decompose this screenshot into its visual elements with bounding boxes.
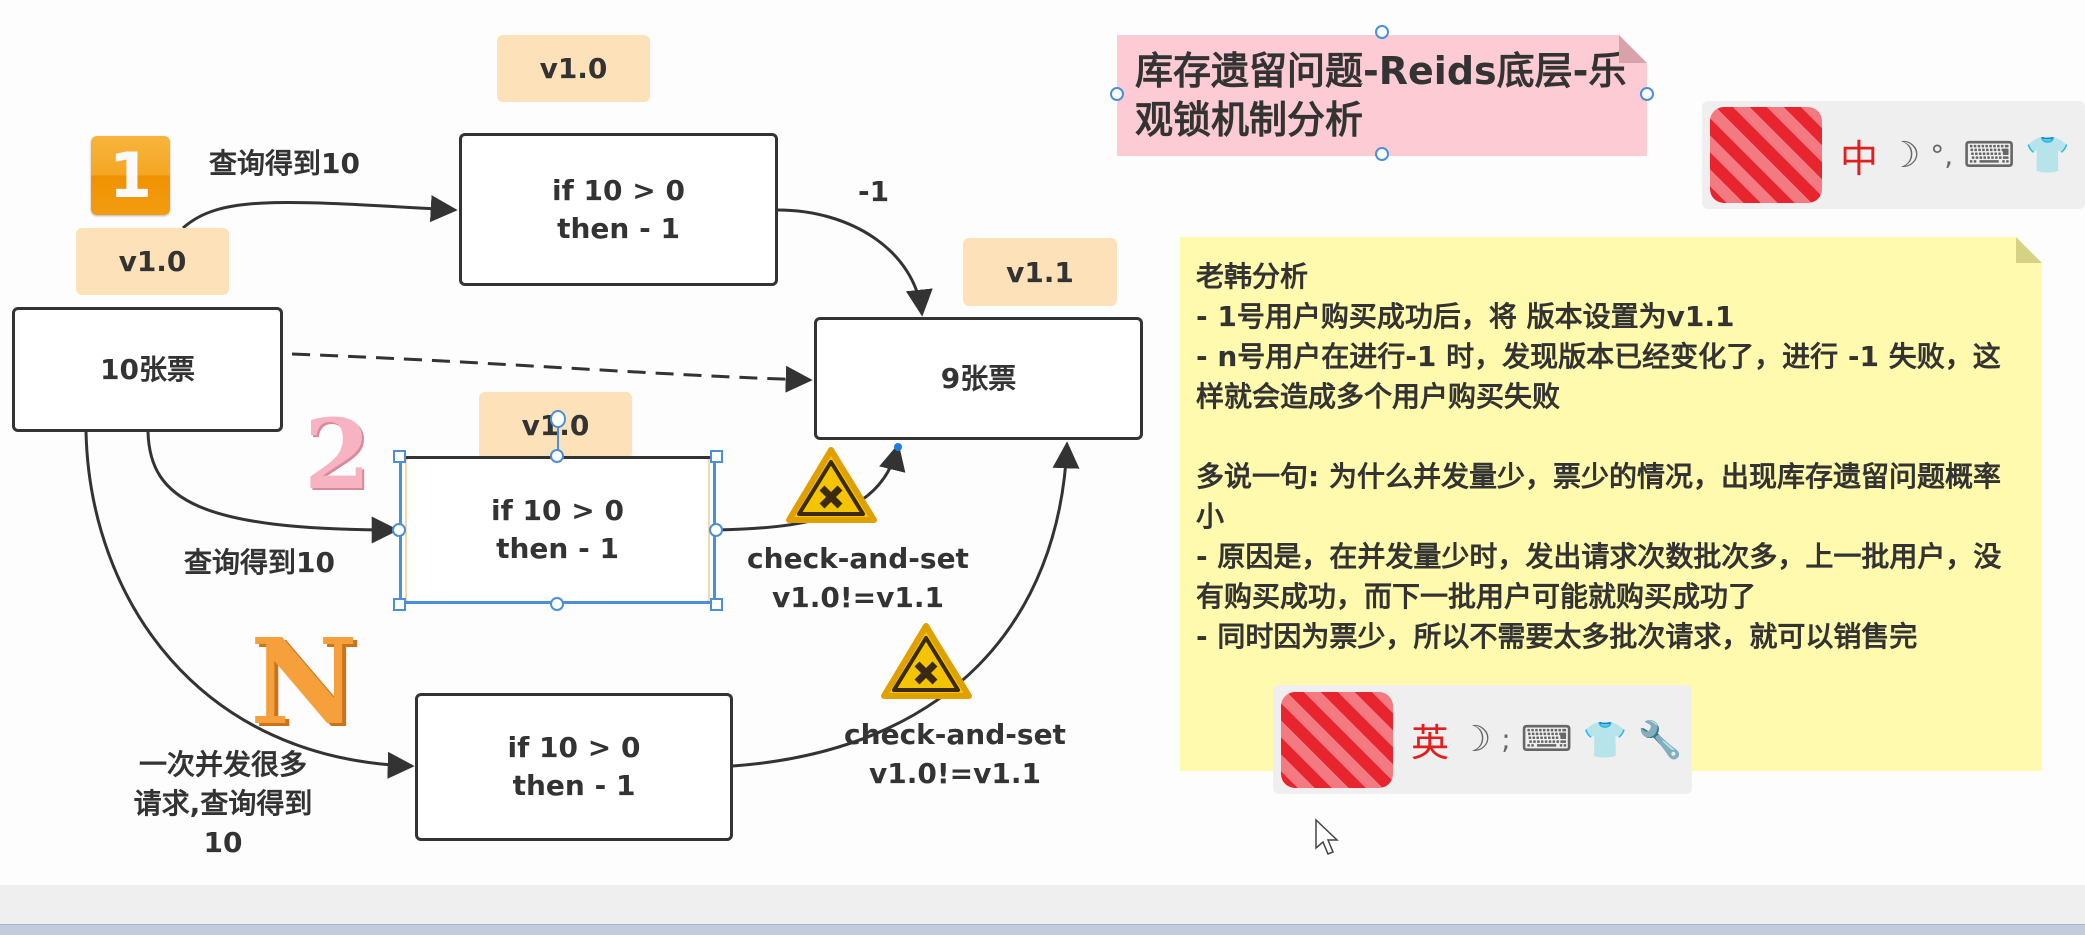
resize-handle-e[interactable]	[709, 523, 723, 537]
title-note-handle-n[interactable]	[1375, 25, 1389, 39]
keyboard-icon[interactable]: ⌨	[1520, 719, 1573, 760]
version-tag-top-text: v1.0	[539, 52, 608, 85]
title-note[interactable]: 库存遗留问题-Reids底层-乐观锁机制分析	[1117, 35, 1647, 156]
punctuation-icon[interactable]: °,	[1930, 138, 1954, 172]
opN-action: then - 1	[512, 769, 636, 802]
analysis-line: - 原因是，在并发量少时，发出请求次数批次多，上一批用户，没有购买成功，而下一批…	[1196, 540, 2002, 613]
label-cas1[interactable]: check-and-set v1.0!=v1.1	[747, 539, 969, 617]
label-query1[interactable]: 查询得到10	[209, 147, 360, 180]
analysis-note[interactable]: 老韩分析 - 1号用户购买成功后，将 版本设置为v1.1 - n号用户在进行-1…	[1180, 237, 2042, 771]
node-source-tickets[interactable]: 10张票	[12, 307, 283, 432]
ime-toolbar-bottom[interactable]: 英 ☽ ; ⌨ 👕 🔧	[1273, 685, 1692, 794]
moon-icon[interactable]: ☽	[1459, 719, 1492, 760]
resize-handle-n[interactable]	[550, 449, 564, 463]
warning-x-icon	[786, 447, 877, 523]
resize-handle-w[interactable]	[392, 523, 406, 537]
ime-toolbar-top[interactable]: 中 ☽ °, ⌨ 👕	[1702, 101, 2085, 209]
punctuation-icon[interactable]: ;	[1501, 723, 1511, 756]
wrench-icon[interactable]: 🔧	[1637, 719, 1683, 761]
label-cas2-line2: v1.0!=v1.1	[869, 757, 1041, 791]
node-target-text: 9张票	[940, 361, 1017, 395]
edge-query1	[182, 195, 458, 230]
analysis-line: - 同时因为票少，所以不需要太多批次请求，就可以销售完	[1196, 620, 1918, 653]
analysis-line: 多说一句: 为什么并发量少，票少的情况，出现库存遗留问题概率小	[1196, 460, 2001, 533]
horizontal-scrollbar[interactable]	[0, 924, 2085, 935]
skin-icon[interactable]: 👕	[1582, 719, 1628, 761]
edge-dashed	[291, 352, 813, 393]
rotate-handle-stem	[557, 420, 559, 458]
resize-handle-sw[interactable]	[393, 598, 406, 611]
title-note-handle-s[interactable]	[1375, 147, 1389, 161]
keyboard-icon[interactable]: ⌨	[1963, 134, 2016, 176]
label-queryN-line1: 一次并发很多	[138, 748, 308, 781]
ime-mode-toggle[interactable]: 中	[1840, 136, 1879, 181]
moon-icon[interactable]: ☽	[1888, 134, 1921, 176]
label-cas2-line1: check-and-set	[844, 718, 1066, 751]
user-n-badge[interactable]: N	[250, 612, 358, 751]
op1-action: then - 1	[557, 211, 680, 245]
edge-minus-one	[777, 208, 933, 317]
node-op-userN[interactable]: if 10 > 0 then - 1	[415, 693, 733, 841]
resize-handle-ne[interactable]	[710, 450, 723, 463]
edge-queryN	[84, 431, 415, 779]
edge-cas2	[732, 441, 1080, 768]
user-1-badge-text: 1	[108, 139, 153, 212]
analysis-heading: 老韩分析	[1196, 260, 1309, 293]
node-source-text: 10张票	[100, 352, 195, 386]
analysis-line	[1196, 417, 2026, 457]
note-fold	[1619, 35, 1647, 63]
analysis-line: - 1号用户购买成功后，将 版本设置为v1.1	[1196, 300, 1735, 333]
note-fold	[2016, 237, 2042, 263]
user-2-badge[interactable]: 2	[304, 398, 371, 511]
mouse-cursor-icon	[1315, 818, 1339, 855]
resize-handle-s[interactable]	[550, 597, 564, 611]
connection-point	[894, 443, 902, 451]
ime-logo-icon[interactable]	[1710, 107, 1822, 203]
label-query2[interactable]: 查询得到10	[184, 546, 335, 579]
node-op-user1[interactable]: if 10 > 0 then - 1	[459, 133, 778, 286]
resize-handle-nw[interactable]	[393, 450, 406, 463]
version-tag-result-text: v1.1	[1006, 255, 1074, 289]
edge-query2	[146, 431, 399, 544]
title-note-text: 库存遗留问题-Reids底层-乐观锁机制分析	[1135, 49, 1627, 143]
analysis-line: - n号用户在进行-1 时，发现版本已经变化了，进行 -1 失败，这样就会造成多…	[1196, 340, 2001, 413]
user-1-badge[interactable]: 1	[91, 136, 170, 215]
label-queryN-line3: 10	[203, 826, 243, 860]
label-cas1-line1: check-and-set	[747, 542, 969, 575]
title-note-handle-w[interactable]	[1110, 87, 1124, 101]
op2-condition: if 10 > 0	[491, 494, 624, 528]
label-cas2[interactable]: check-and-set v1.0!=v1.1	[844, 715, 1066, 793]
label-minus-one[interactable]: -1	[858, 175, 890, 208]
version-tag-left[interactable]: v1.0	[76, 228, 229, 295]
rotate-handle[interactable]	[550, 410, 566, 428]
ime-logo-icon[interactable]	[1281, 691, 1393, 788]
label-queryN-line2: 请求,查询得到	[133, 787, 313, 821]
skin-icon[interactable]: 👕	[2025, 135, 2070, 176]
warning-x-icon	[881, 623, 972, 699]
label-cas1-line2: v1.0!=v1.1	[772, 581, 944, 615]
title-note-handle-e[interactable]	[1640, 87, 1654, 101]
op2-action: then - 1	[496, 532, 619, 565]
opN-condition: if 10 > 0	[507, 731, 641, 765]
ime-mode-toggle[interactable]: 英	[1411, 721, 1450, 765]
canvas-bottom-bar	[0, 885, 2085, 924]
resize-handle-se[interactable]	[710, 598, 723, 611]
op1-condition: if 10 > 0	[552, 173, 685, 207]
version-tag-top[interactable]: v1.0	[497, 35, 650, 102]
version-tag-left-text: v1.0	[118, 245, 187, 278]
label-queryN[interactable]: 一次并发很多 请求,查询得到 10	[134, 745, 313, 863]
version-tag-result[interactable]: v1.1	[963, 238, 1117, 306]
node-target-tickets[interactable]: 9张票	[814, 317, 1143, 440]
selection-frame	[399, 456, 716, 604]
